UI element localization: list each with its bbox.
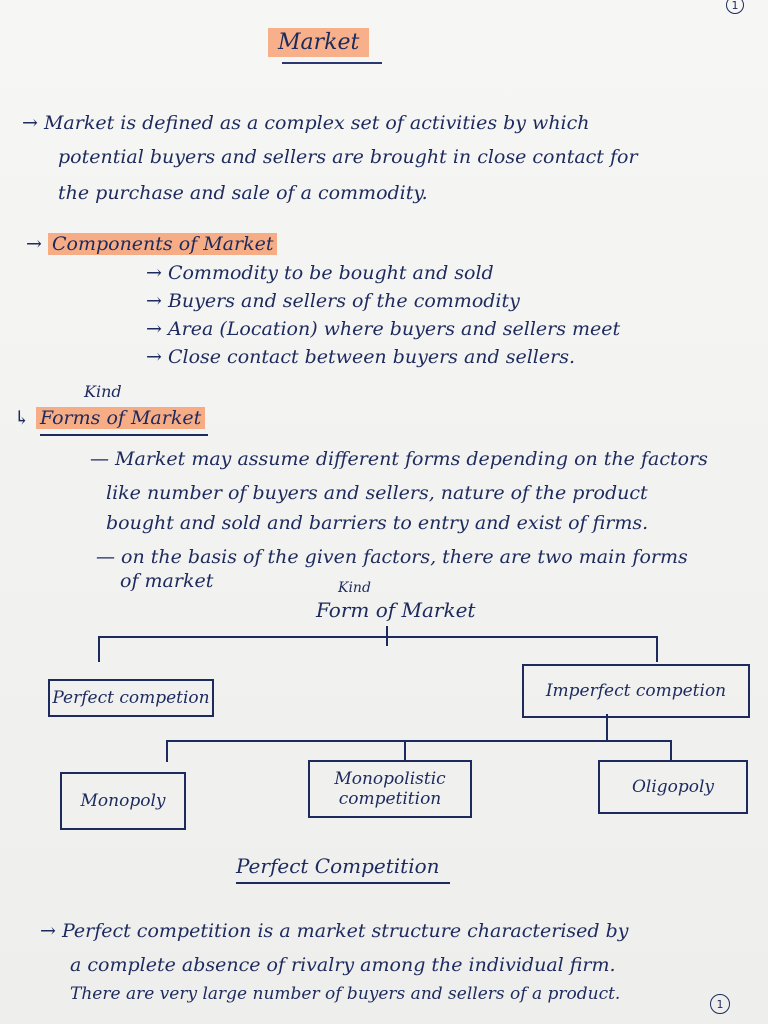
definition-line-3: the purchase and sale of a commodity. [58, 182, 428, 204]
definition-line-1: → Market is defined as a complex set of … [22, 112, 590, 134]
diagram-monopolistic-competition: Monopolistic competition [308, 760, 472, 818]
forms-heading: Forms of Market [35, 407, 206, 429]
page-number-top: 1 [726, 0, 744, 14]
perfect-competition-line-1: → Perfect competition is a market struct… [40, 920, 629, 942]
diagram-root: Form of Market [316, 598, 476, 622]
components-heading: Components of Market [47, 233, 278, 255]
forms-para1-line3: bought and sold and barriers to entry an… [106, 512, 649, 534]
forms-para1-line2: like number of buyers and sellers, natur… [106, 482, 648, 504]
forms-heading-row: ↳ Forms of Market [14, 407, 206, 429]
perfect-competition-line-3: There are very large number of buyers an… [70, 984, 621, 1004]
forms-kind-note: Kind [84, 382, 122, 401]
perfect-competition-heading: Perfect Competition [236, 854, 440, 878]
diagram-sub-drop-1 [166, 740, 168, 762]
components-heading-row: → Components of Market [26, 233, 278, 255]
perfect-competition-line-2: a complete absence of rivalry among the … [70, 954, 616, 976]
component-item-3: → Area (Location) where buyers and selle… [146, 318, 621, 340]
diagram-imperfect-competition: Imperfect competion [522, 664, 750, 718]
forms-para2-line2: of market [120, 570, 214, 592]
definition-line-2: potential buyers and sellers are brought… [58, 146, 638, 168]
component-item-4: → Close contact between buyers and selle… [146, 346, 575, 368]
diagram-left-drop [98, 636, 100, 662]
diagram-perfect-competition: Perfect competion [48, 679, 214, 717]
arrow-icon: → [26, 233, 48, 255]
diagram-oligopoly: Oligopoly [598, 760, 748, 814]
forms-heading-underline [40, 434, 208, 436]
forms-para1-line1: — Market may assume different forms depe… [90, 448, 708, 470]
title-underline [282, 62, 382, 64]
diagram-sub-drop-3 [670, 740, 672, 760]
diagram-sub-drop-2 [404, 740, 406, 762]
page-title: Market [268, 28, 370, 57]
diagram-right-drop [656, 636, 658, 662]
diagram-sub-branch [166, 740, 672, 742]
component-item-1: → Commodity to be bought and sold [146, 262, 494, 284]
page-number-bottom: 1 [710, 994, 730, 1014]
diagram-root-kind: Kind [338, 580, 371, 596]
forms-para2-line1: — on the basis of the given factors, the… [96, 546, 688, 568]
diagram-monopoly: Monopoly [60, 772, 186, 830]
diagram-branch-line [98, 636, 658, 638]
diagram-imperfect-stem [606, 714, 608, 742]
perfect-competition-underline [236, 882, 450, 884]
component-item-2: → Buyers and sellers of the commodity [146, 290, 520, 312]
arrow-icon: ↳ [14, 407, 36, 429]
